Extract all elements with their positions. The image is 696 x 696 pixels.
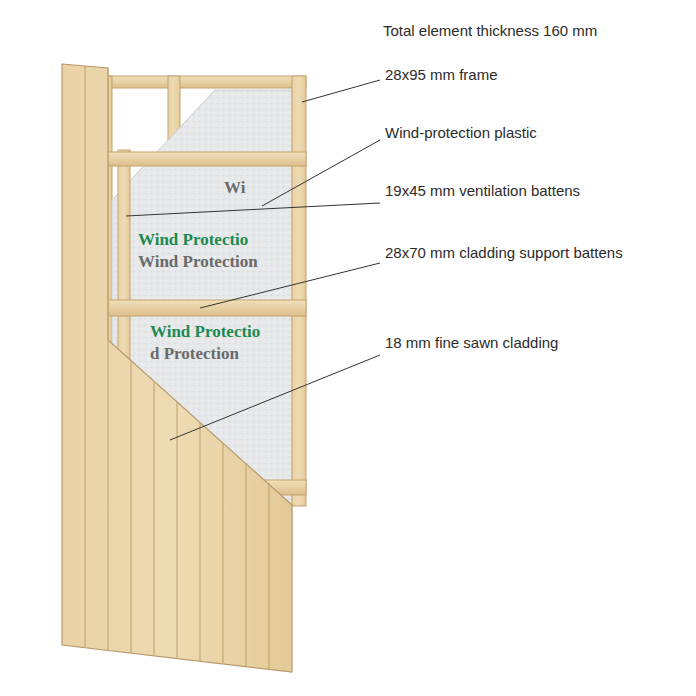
cladding-support-batten bbox=[100, 152, 306, 166]
cladding-support-batten bbox=[100, 300, 306, 316]
board-seam bbox=[176, 402, 177, 659]
frame-top-rail bbox=[100, 76, 306, 88]
board-seam bbox=[84, 66, 85, 648]
board-seam bbox=[107, 68, 108, 650]
membrane-print: Wind Protectio bbox=[138, 230, 248, 250]
callout-label: 28x95 mm frame bbox=[385, 66, 498, 84]
board-seam bbox=[245, 464, 246, 667]
membrane-print: d Protection bbox=[150, 344, 239, 364]
board-seam bbox=[268, 484, 269, 669]
callout-label: 18 mm fine sawn cladding bbox=[385, 334, 558, 352]
board-seam bbox=[199, 423, 200, 662]
board-seam bbox=[153, 381, 154, 656]
callout-label: 19x45 mm ventilation battens bbox=[385, 182, 580, 200]
title: Total element thickness 160 mm bbox=[383, 22, 597, 40]
leader-lines bbox=[126, 80, 380, 440]
membrane-print: Wind Protectio bbox=[150, 322, 260, 342]
leader-line bbox=[170, 355, 380, 440]
leader-line bbox=[302, 80, 380, 102]
membrane-print: Wi bbox=[224, 178, 245, 198]
membrane-print: Wind Protection bbox=[138, 252, 258, 272]
frame-post bbox=[292, 76, 306, 506]
leader-line bbox=[262, 140, 380, 206]
board-seam bbox=[130, 361, 131, 653]
cladding bbox=[62, 64, 292, 672]
board-seams bbox=[85, 66, 269, 669]
callout-label: Wind-protection plastic bbox=[385, 124, 537, 142]
leader-line bbox=[126, 203, 380, 216]
callout-label: 28x70 mm cladding support battens bbox=[385, 244, 623, 262]
board-seam bbox=[222, 443, 223, 664]
